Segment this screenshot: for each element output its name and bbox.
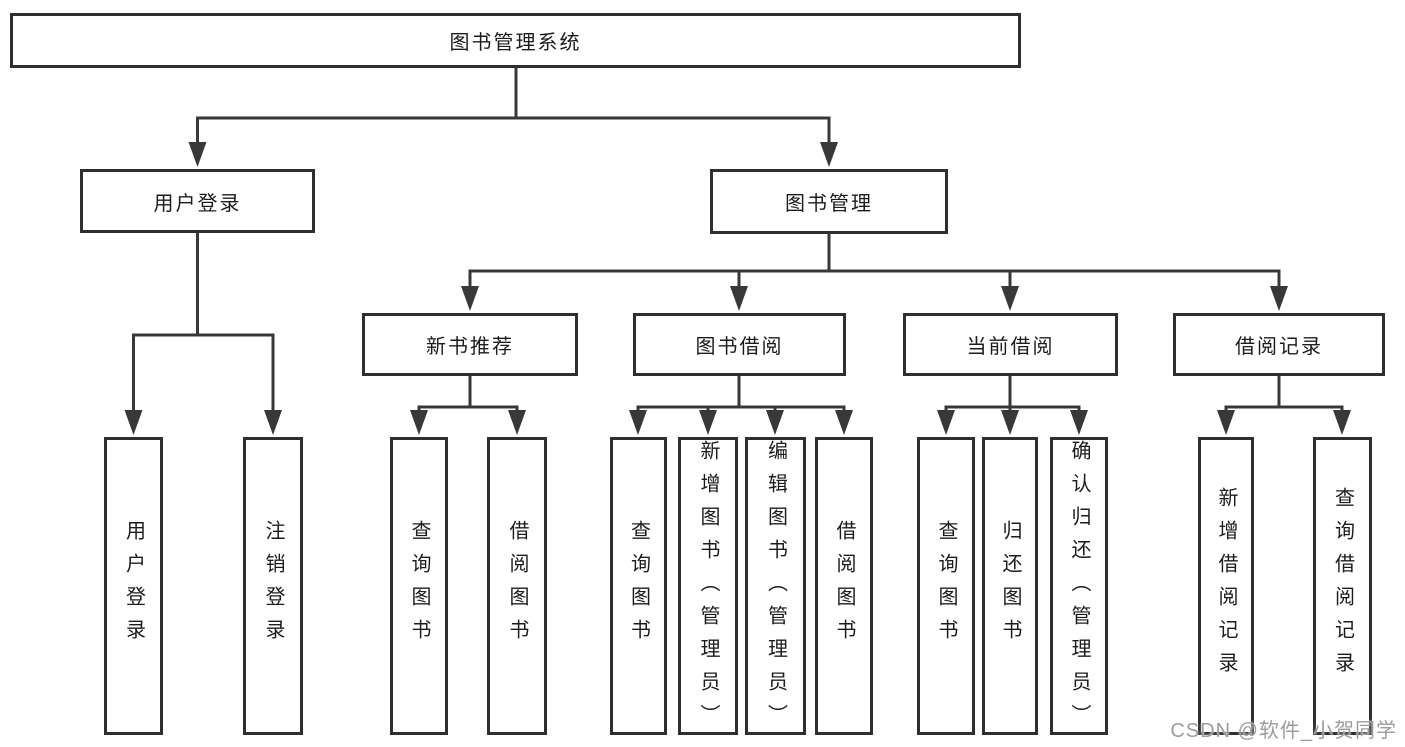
leaf-return-books: 归还图书 bbox=[982, 437, 1038, 735]
leaf-query-books-current: 查询图书 bbox=[917, 437, 975, 735]
connector-borrowing-records bbox=[1224, 374, 1344, 416]
leaf-add-book-admin-label: 新增图书（管理员） bbox=[697, 440, 719, 737]
leaf-borrow-books-borrowing-label: 借阅图书 bbox=[833, 520, 855, 652]
leaf-query-books-recommend: 查询图书 bbox=[390, 437, 448, 735]
leaf-user-login: 用户登录 bbox=[104, 437, 163, 735]
connector-current-borrowing bbox=[944, 374, 1081, 416]
node-user-login: 用户登录 bbox=[80, 169, 315, 233]
leaf-borrow-books-borrowing: 借阅图书 bbox=[815, 437, 873, 735]
leaf-edit-book-admin: 编辑图书（管理员） bbox=[745, 437, 806, 737]
watermark: CSDN @软件_小贺同学 bbox=[1170, 720, 1397, 742]
leaf-add-borrow-record-label: 新增借阅记录 bbox=[1215, 487, 1237, 685]
leaf-return-books-label: 归还图书 bbox=[999, 520, 1021, 652]
leaf-confirm-return-admin-label: 确认归还（管理员） bbox=[1068, 440, 1090, 737]
leaf-query-borrow-record: 查询借阅记录 bbox=[1313, 437, 1372, 735]
connector-book-management bbox=[468, 232, 1281, 292]
leaf-add-book-admin: 新增图书（管理员） bbox=[678, 437, 738, 737]
leaf-logout: 注销登录 bbox=[243, 437, 303, 735]
leaf-borrow-books-recommend: 借阅图书 bbox=[487, 437, 547, 735]
leaf-borrow-books-recommend-label: 借阅图书 bbox=[506, 520, 528, 652]
connector-book-borrowing bbox=[636, 374, 846, 416]
leaf-confirm-return-admin: 确认归还（管理员） bbox=[1050, 437, 1108, 737]
leaf-edit-book-admin-label: 编辑图书（管理员） bbox=[764, 440, 787, 737]
leaf-user-login-label: 用户登录 bbox=[122, 520, 145, 652]
connector-root bbox=[196, 66, 831, 148]
leaf-logout-label: 注销登录 bbox=[262, 520, 284, 652]
node-current-borrowing: 当前借阅 bbox=[903, 313, 1118, 376]
leaf-query-books-borrowing: 查询图书 bbox=[610, 437, 667, 735]
leaf-query-books-borrowing-label: 查询图书 bbox=[627, 520, 650, 652]
node-new-book-recommendation: 新书推荐 bbox=[362, 313, 578, 376]
node-book-borrowing: 图书借阅 bbox=[633, 313, 846, 376]
node-library-system: 图书管理系统 bbox=[10, 13, 1021, 68]
node-borrowing-records: 借阅记录 bbox=[1173, 313, 1385, 376]
connector-user-login bbox=[132, 231, 275, 416]
connector-new-book-recommendation bbox=[417, 374, 519, 416]
leaf-add-borrow-record: 新增借阅记录 bbox=[1198, 437, 1254, 735]
leaf-query-books-recommend-label: 查询图书 bbox=[408, 520, 430, 652]
node-book-management: 图书管理 bbox=[710, 169, 948, 234]
leaf-query-books-current-label: 查询图书 bbox=[935, 520, 957, 652]
leaf-query-borrow-record-label: 查询借阅记录 bbox=[1331, 487, 1354, 685]
